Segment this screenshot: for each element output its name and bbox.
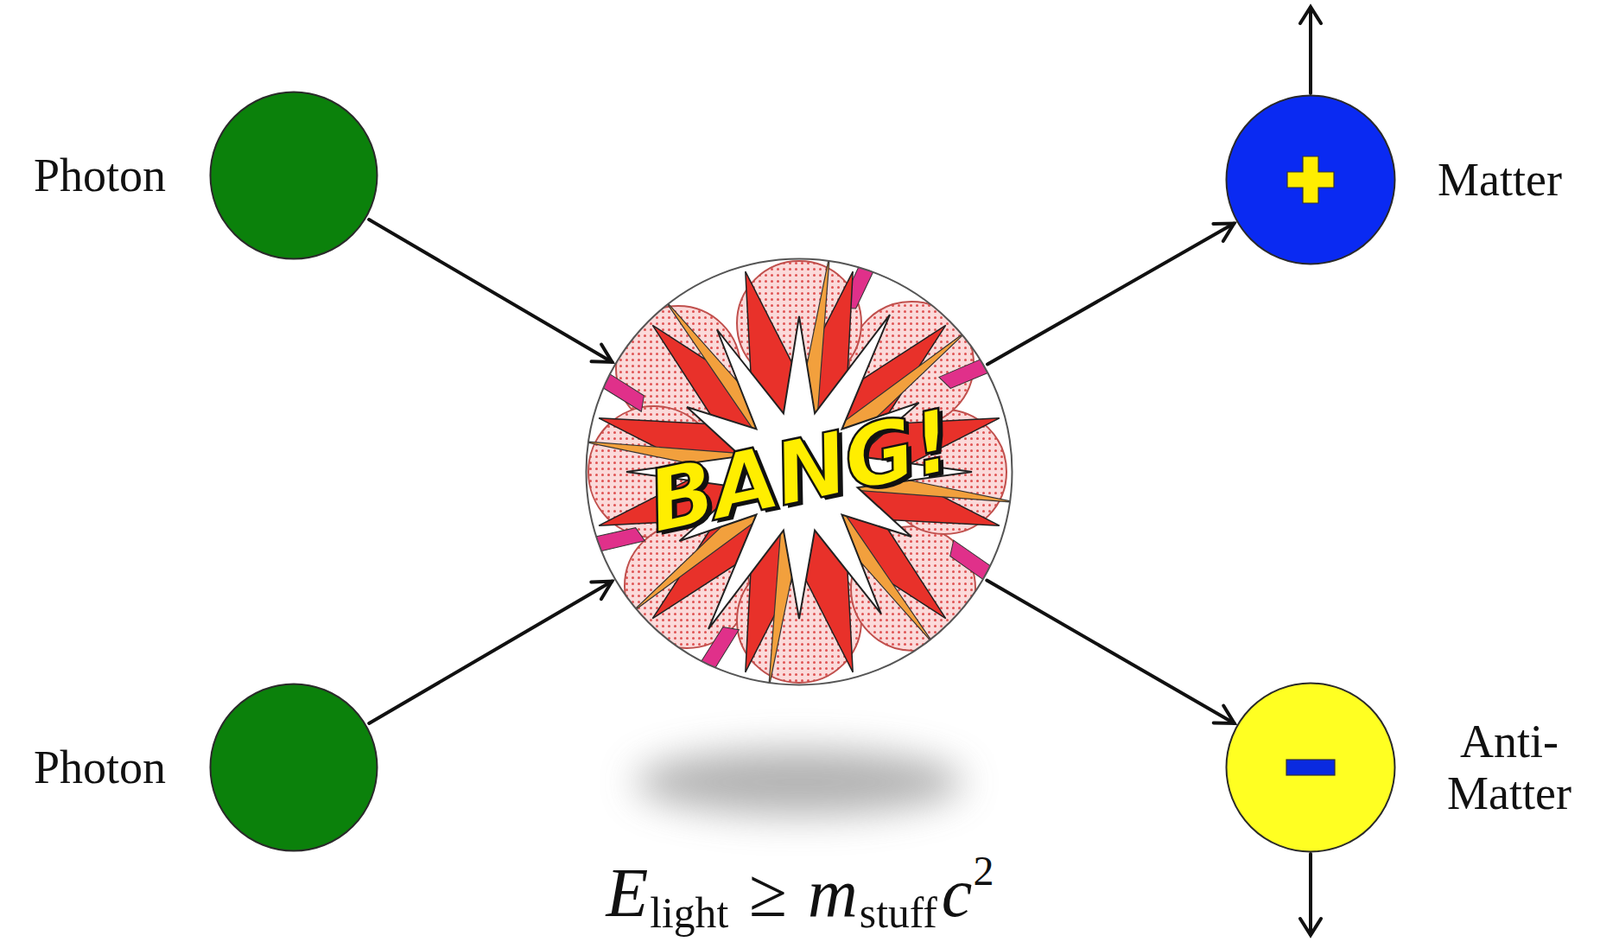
superscript: 2 — [973, 847, 995, 894]
formula-symbol: c — [941, 854, 973, 931]
photon-circle: Photon — [209, 682, 379, 852]
formula: Elight ≥mstuffc2 — [0, 829, 1600, 942]
circle-shape — [1225, 94, 1397, 266]
bang-burst: BANG! — [584, 257, 1014, 686]
formula-symbol: ≥ — [749, 854, 788, 931]
photon-circle: Photon — [209, 90, 379, 261]
formula-symbol: E — [605, 854, 648, 931]
connector-line — [987, 223, 1234, 365]
plus-symbol — [1287, 156, 1334, 204]
arrowhead — [591, 344, 613, 363]
connector-line — [368, 219, 612, 362]
arrow-connector — [986, 580, 1234, 724]
burst-word: BANG! — [640, 397, 959, 547]
minus-symbol — [1286, 759, 1335, 775]
connector-line — [986, 580, 1234, 724]
subscript: stuff — [859, 888, 938, 937]
arrowhead — [1212, 223, 1234, 242]
arrow-connector — [987, 223, 1234, 365]
formula-symbol: m — [807, 854, 858, 931]
circle-shape — [209, 90, 379, 261]
bang-burst-art — [579, 252, 1020, 693]
arrow-connector — [368, 219, 612, 362]
particle-label: Matter — [1437, 153, 1562, 206]
shadow — [634, 749, 964, 815]
circle-shape — [1225, 681, 1397, 853]
antimatter-circle: Anti- Matter — [1225, 681, 1397, 853]
subscript: light — [649, 888, 729, 937]
particle-label: Photon — [33, 149, 166, 202]
particle-label: Anti- Matter — [1435, 715, 1583, 820]
matter-circle: Matter — [1225, 94, 1397, 266]
particle-label: Photon — [33, 741, 166, 794]
arrowhead — [590, 581, 612, 600]
circle-shape — [209, 682, 379, 852]
arrow-connector — [368, 581, 612, 724]
arrowhead — [1213, 705, 1235, 724]
connector-line — [368, 581, 612, 724]
